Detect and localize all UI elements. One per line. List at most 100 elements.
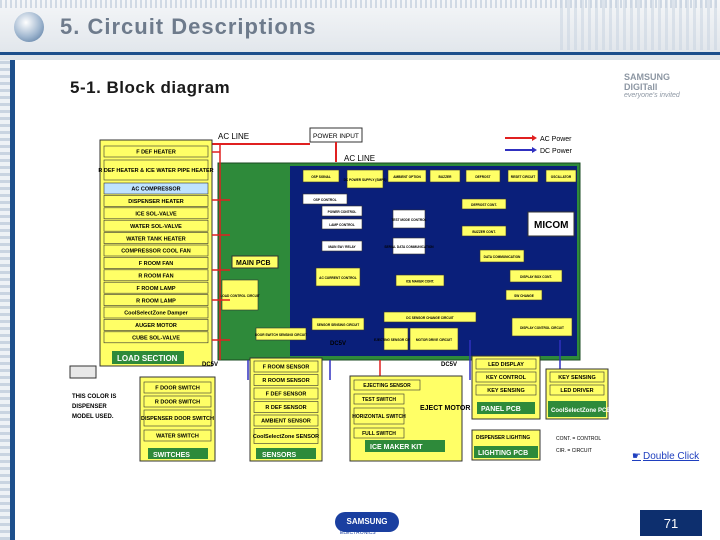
load-item-box — [103, 306, 209, 319]
load-item: R ROOM LAMP — [136, 298, 176, 304]
sensor-item-box — [253, 374, 319, 386]
sensors-label-box — [256, 448, 316, 459]
lighting-pcb-label: LIGHTING PCB — [478, 450, 528, 457]
main-block-box — [507, 169, 539, 183]
main-block: DEFROST — [475, 175, 490, 179]
coolselect-label-box — [548, 401, 606, 417]
main-block-box — [255, 327, 307, 341]
footer-samsung-logo: SAMSUNG — [335, 512, 399, 532]
load-item: F ROOM LAMP — [136, 286, 175, 292]
sensor-item-box — [253, 414, 319, 427]
load-item: R ROOM FAN — [138, 274, 173, 280]
ice-item-box — [353, 407, 405, 425]
load-item: F DEF HEATER — [136, 150, 176, 156]
load-section-label: LOAD SECTION — [117, 354, 178, 363]
logo-brand: SAMSUNG DIGITall — [624, 72, 671, 92]
panel-item: KEY SENSING — [487, 388, 525, 394]
main-block-box — [509, 269, 563, 283]
load-section-label-box — [112, 351, 184, 364]
load-item-box — [103, 281, 209, 294]
page-number: 71 — [640, 510, 702, 536]
ice-item: FULL SWITCH — [362, 431, 396, 437]
legend-dc-label: DC Power — [540, 148, 573, 155]
main-block: SW CHANGE — [514, 294, 534, 298]
micom-label: MICOM — [534, 220, 568, 231]
load-item-box — [103, 207, 209, 220]
main-block-box — [315, 267, 361, 287]
load-item-box — [103, 269, 209, 282]
main-block-box — [479, 249, 525, 263]
load-item-box — [103, 294, 209, 306]
main-block-box — [346, 169, 384, 189]
legend-ac-label: AC Power — [540, 136, 572, 143]
sensor-item: CoolSelectZone SENSOR — [253, 434, 319, 440]
load-item-box — [103, 182, 209, 195]
main-pcb-label: MAIN PCB — [236, 260, 271, 267]
switch-item: DISPENSER DOOR SWITCH — [141, 416, 214, 422]
sensor-item: R DEF SENSOR — [265, 405, 306, 411]
main-pcb-label-box — [231, 255, 279, 269]
main-block: POWER CONTROL — [328, 210, 357, 214]
main-block-box — [392, 209, 426, 229]
dc5v-label-mid: DC5V — [330, 341, 346, 347]
header-corner-pattern — [560, 0, 720, 50]
main-block-box — [321, 205, 363, 217]
pointing-hand-icon: ☛ — [632, 451, 641, 462]
sensor-item: F ROOM SENSOR — [263, 365, 310, 371]
sensor-item-box — [253, 428, 319, 444]
dc5v-label-right: DC5V — [441, 362, 457, 368]
load-item: WATER TANK HEATER — [126, 236, 186, 242]
main-block-box — [383, 311, 477, 323]
load-item-box — [103, 195, 209, 207]
panel-item: KEY CONTROL — [486, 375, 527, 381]
main-block-box — [465, 169, 501, 183]
main-block: MOTOR DRIVE CIRCUIT — [416, 338, 452, 342]
note-cir: CIR. = CIRCUIT — [556, 448, 592, 454]
main-block-box — [302, 169, 340, 183]
main-block-box — [505, 289, 543, 301]
main-block-box — [383, 327, 409, 351]
main-block: MAIN SW / RELAY — [328, 245, 356, 249]
switch-item-box — [143, 429, 212, 442]
main-block: TEST MODE CONTROL — [391, 218, 426, 222]
double-click-link[interactable]: ☛Double Click — [632, 451, 699, 462]
brand-logo: SAMSUNG DIGITall everyone's invited — [624, 72, 704, 100]
main-block: DOOR SWITCH SENSING CIRCUIT — [255, 333, 307, 337]
load-item: CoolSelectZone Damper — [124, 311, 188, 317]
load-item-box — [103, 319, 209, 331]
switch-item: R DOOR SWITCH — [155, 400, 200, 406]
power-input-label: POWER INPUT — [313, 133, 359, 140]
panel-pcb-label-box — [477, 402, 535, 414]
switch-item-box — [143, 381, 212, 394]
panel-right-item: LED DRIVER — [560, 388, 593, 394]
switch-item: WATER SWITCH — [156, 434, 199, 440]
ice-item-box — [353, 427, 405, 439]
panel-item-box — [475, 371, 537, 383]
panel-pcb-label: PANEL PCB — [481, 406, 521, 413]
main-block: EJECTING SENSOR CIRCUIT — [374, 338, 418, 342]
ice-item-box — [353, 379, 421, 391]
main-block: SERIAL DATA COMMUNICATION — [384, 245, 434, 249]
load-item-box — [103, 244, 209, 257]
coolselect-pcb-label: CoolSelectZone PCB — [551, 408, 611, 414]
load-item-box — [103, 159, 209, 181]
main-block-box — [395, 274, 445, 287]
main-block: DC SENSOR CHANGE CIRCUIT — [406, 316, 454, 320]
header-pattern — [0, 0, 720, 8]
left-frame-pattern — [0, 60, 10, 540]
load-item-box — [103, 219, 209, 232]
header-divider — [0, 52, 720, 55]
main-block-box — [387, 169, 427, 183]
main-block-box — [511, 317, 573, 337]
load-item: DISPENSER HEATER — [128, 199, 184, 205]
load-item: COMPRESSOR COOL FAN — [121, 249, 191, 255]
main-block-box — [392, 237, 426, 255]
dc5v-label-left: DC5V — [202, 362, 218, 368]
main-block: RESET CIRCUIT — [511, 175, 535, 179]
panel-item-box — [475, 358, 537, 370]
main-block: DEFROST CONT. — [471, 203, 497, 207]
